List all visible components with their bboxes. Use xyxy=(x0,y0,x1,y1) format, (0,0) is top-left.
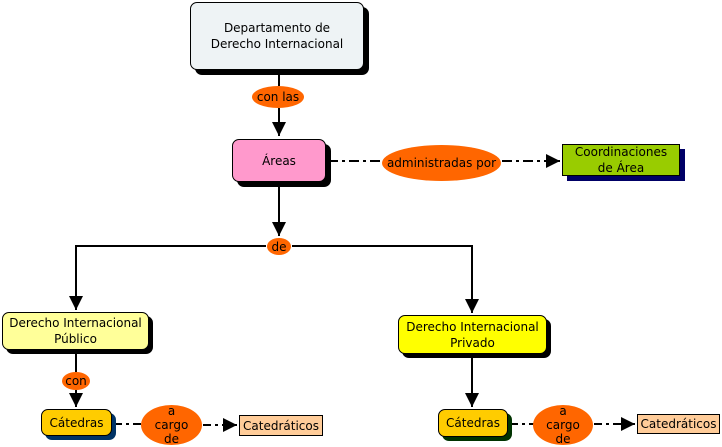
node-catedraticos-right[interactable]: Catedráticos xyxy=(637,414,720,434)
link-label-a-cargo-de-left-text: a cargo de xyxy=(154,404,189,446)
link-label-con-las-text: con las xyxy=(256,90,300,104)
node-coordinaciones-label: Coordinaciones de Área xyxy=(574,145,668,175)
node-dip-publico-label: Derecho Internacional Público xyxy=(9,316,142,346)
link-label-a-cargo-de-right-text: a cargo de xyxy=(546,404,580,446)
link-label-con-text: con xyxy=(65,374,87,388)
node-departamento-label: Departamento de Derecho Internacional xyxy=(210,21,344,51)
link-label-a-cargo-de-right[interactable]: a cargo de xyxy=(533,404,593,446)
node-catedras-left-label: Cátedras xyxy=(49,415,104,430)
node-coordinaciones[interactable]: Coordinaciones de Área xyxy=(562,144,680,176)
node-areas[interactable]: Áreas xyxy=(232,139,326,182)
node-catedraticos-right-label: Catedráticos xyxy=(640,417,717,431)
edge-de-publico xyxy=(69,245,266,310)
node-catedras-right-label: Cátedras xyxy=(446,416,500,430)
node-catedras-left[interactable]: Cátedras xyxy=(41,409,112,436)
link-label-administradas-por-text: administradas por xyxy=(386,156,497,170)
node-catedras-right[interactable]: Cátedras xyxy=(438,409,508,437)
node-catedraticos-left[interactable]: Catedráticos xyxy=(239,415,323,436)
link-label-de[interactable]: de xyxy=(267,238,291,255)
node-dip-privado-label: Derecho Internacional Privado xyxy=(406,319,539,350)
node-areas-label: Áreas xyxy=(262,153,296,168)
link-label-administradas-por[interactable]: administradas por xyxy=(382,145,501,181)
link-label-con[interactable]: con xyxy=(62,372,90,390)
link-label-a-cargo-de-left[interactable]: a cargo de xyxy=(141,404,202,446)
node-dip-privado[interactable]: Derecho Internacional Privado xyxy=(398,315,547,354)
edge-de-privado xyxy=(292,245,479,313)
node-dip-publico[interactable]: Derecho Internacional Público xyxy=(2,312,149,350)
node-departamento[interactable]: Departamento de Derecho Internacional xyxy=(190,2,364,70)
link-label-de-text: de xyxy=(271,239,287,254)
link-label-con-las[interactable]: con las xyxy=(252,86,304,108)
node-catedraticos-left-label: Catedráticos xyxy=(243,418,319,433)
